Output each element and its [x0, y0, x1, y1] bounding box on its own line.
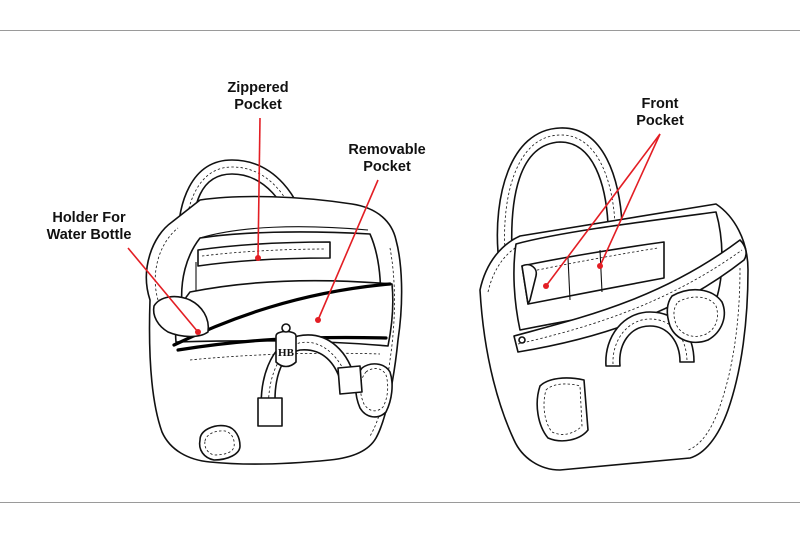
label-zippered-pocket: Zippered Pocket [227, 80, 289, 113]
top-frame-line [0, 30, 800, 31]
left-logo-text: HB [278, 347, 295, 359]
callout-water-bottle [127, 247, 199, 333]
label-removable-pocket: Removable Pocket [348, 142, 426, 175]
callouts [127, 117, 661, 335]
left-bag: HB [145, 159, 403, 465]
left-corner-patch-left [198, 424, 241, 461]
label-front-pocket: Front Pocket [636, 96, 684, 129]
left-corner-patch-right [354, 363, 393, 418]
label-water-bottle-holder: Holder For Water Bottle [46, 210, 132, 243]
callout-front-pocket-a [545, 133, 661, 287]
right-side-panel [536, 377, 589, 442]
right-front-pocket [521, 241, 665, 305]
callout-front-pocket-b [599, 133, 661, 267]
callout-removable-pocket [317, 179, 379, 321]
callout-zippered-pocket [257, 117, 261, 259]
right-bag [479, 127, 749, 471]
left-zippered-pocket [197, 241, 331, 267]
left-lock-tab [275, 330, 297, 368]
bottom-frame-line [0, 502, 800, 503]
right-zipper-track [513, 239, 747, 353]
right-bottle-pocket [666, 289, 726, 344]
left-bottle-holder [152, 295, 210, 338]
